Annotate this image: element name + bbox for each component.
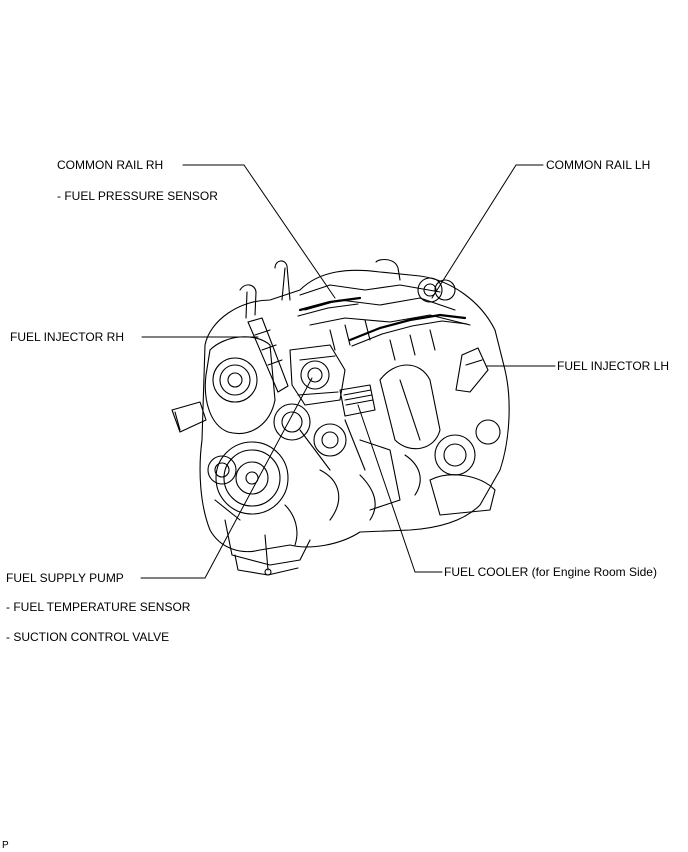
label-fuel-pressure-sensor: - FUEL PRESSURE SENSOR <box>57 189 218 203</box>
label-common-rail-rh: COMMON RAIL RH <box>57 158 164 172</box>
label-fuel-injector-rh: FUEL INJECTOR RH <box>10 330 125 344</box>
engine-block-illustration <box>171 258 510 576</box>
leader-fuel-cooler <box>357 404 443 573</box>
label-suction-control-valve: - SUCTION CONTROL VALVE <box>6 630 170 644</box>
label-common-rail-lh: COMMON RAIL LH <box>546 158 651 172</box>
leader-common-rail-rh <box>182 164 336 299</box>
label-fuel-injector-lh: FUEL INJECTOR LH <box>557 359 670 373</box>
leader-fuel-supply-pump <box>140 377 313 579</box>
label-fuel-temperature-sensor: - FUEL TEMPERATURE SENSOR <box>6 600 191 614</box>
leader-lines <box>140 164 556 579</box>
figure-code: P <box>2 840 9 851</box>
label-fuel-supply-pump: FUEL SUPPLY PUMP <box>6 571 124 585</box>
label-fuel-cooler: FUEL COOLER (for Engine Room Side) <box>444 565 657 579</box>
leader-common-rail-lh <box>431 164 544 299</box>
